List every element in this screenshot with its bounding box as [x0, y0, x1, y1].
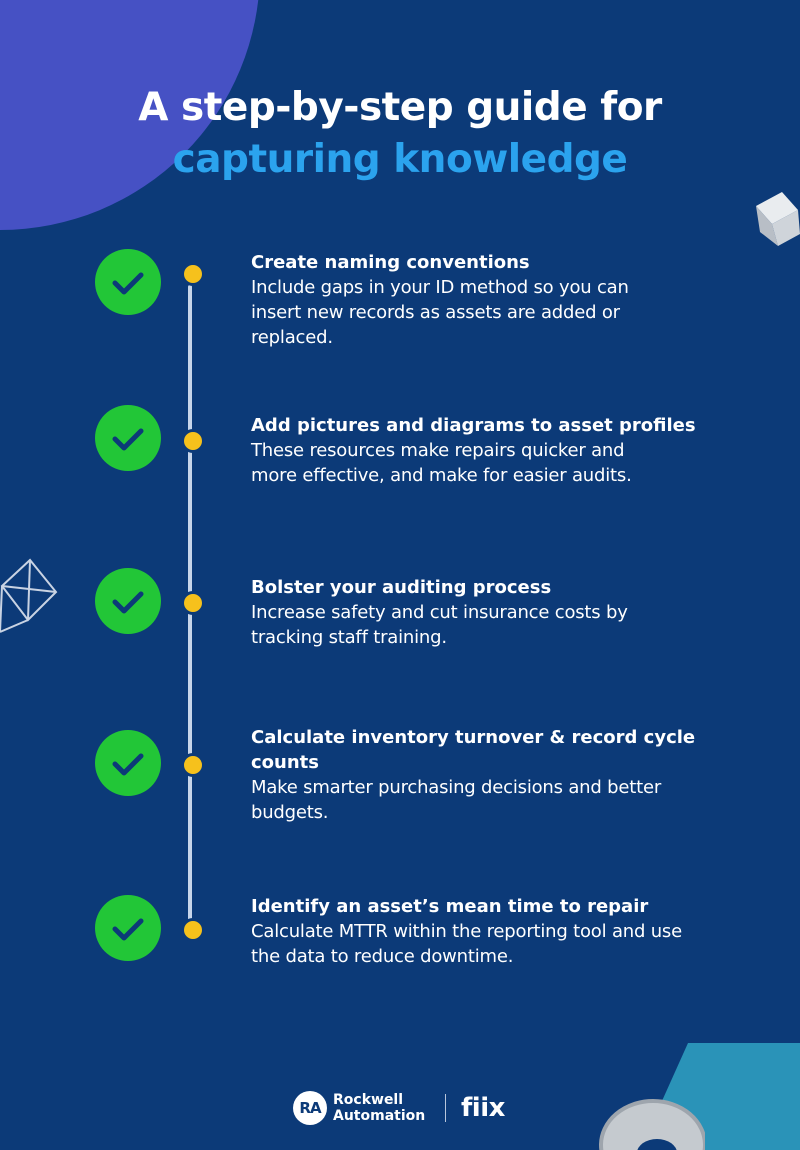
timeline-dot-icon [181, 753, 205, 777]
step-title-line: counts [251, 752, 319, 773]
decorative-ring-icon [599, 1099, 705, 1150]
timeline-dot-icon [181, 918, 205, 942]
step-description-line: the data to reduce downtime. [251, 946, 514, 967]
check-circle-icon [95, 249, 161, 315]
rockwell-automation-wordmark-line: Automation [333, 1108, 426, 1124]
rockwell-automation-wordmark-line: Rockwell [333, 1092, 404, 1108]
step-description-line: budgets. [251, 802, 329, 823]
timeline-dot-icon [181, 429, 205, 453]
step-description-line: Make smarter purchasing decisions and be… [251, 777, 662, 798]
step-5: Identify an asset’s mean time to repair … [251, 894, 771, 969]
step-description-line: These resources make repairs quicker and [251, 440, 625, 461]
title-line-2: capturing knowledge [172, 137, 628, 182]
step-2: Add pictures and diagrams to asset profi… [251, 413, 771, 488]
check-circle-icon [95, 568, 161, 634]
title-line-1: A step-by-step guide for [138, 85, 662, 130]
check-circle-icon [95, 895, 161, 961]
wireframe-cube-icon [0, 558, 58, 633]
check-circle-icon [95, 730, 161, 796]
step-title: Identify an asset’s mean time to repair [251, 896, 649, 917]
step-description: Make smarter purchasing decisions and be… [251, 775, 771, 825]
check-circle-icon [95, 405, 161, 471]
step-description-line: Include gaps in your ID method so you ca… [251, 277, 629, 298]
decorative-cube-icon [756, 192, 800, 246]
step-description-line: replaced. [251, 327, 333, 348]
timeline-dot-icon [181, 591, 205, 615]
step-description: These resources make repairs quicker and… [251, 438, 771, 488]
step-description-line: Increase safety and cut insurance costs … [251, 602, 628, 623]
step-title: Calculate inventory turnover & record cy… [251, 725, 771, 775]
step-3: Bolster your auditing process Increase s… [251, 575, 771, 650]
step-4: Calculate inventory turnover & record cy… [251, 725, 771, 825]
step-title: Bolster your auditing process [251, 577, 552, 598]
fiix-logo: fiix [461, 1093, 505, 1123]
timeline-dot-icon [181, 262, 205, 286]
step-description-line: more effective, and make for easier audi… [251, 465, 632, 486]
step-1: Create naming conventions Include gaps i… [251, 250, 771, 350]
step-title: Add pictures and diagrams to asset profi… [251, 415, 696, 436]
rockwell-automation-wordmark: Rockwell Automation [333, 1092, 443, 1124]
footer-divider [445, 1094, 446, 1122]
step-title-line: Calculate inventory turnover & record cy… [251, 727, 696, 748]
step-description-line: insert new records as assets are added o… [251, 302, 620, 323]
step-description-line: Calculate MTTR within the reporting tool… [251, 921, 682, 942]
step-title: Create naming conventions [251, 252, 530, 273]
step-description: Calculate MTTR within the reporting tool… [251, 919, 771, 969]
step-description: Include gaps in your ID method so you ca… [251, 275, 771, 350]
step-description: Increase safety and cut insurance costs … [251, 600, 771, 650]
rockwell-automation-logo-icon: RA [293, 1091, 327, 1125]
step-description-line: tracking staff training. [251, 627, 447, 648]
page-title: A step-by-step guide for capturing knowl… [0, 82, 800, 186]
